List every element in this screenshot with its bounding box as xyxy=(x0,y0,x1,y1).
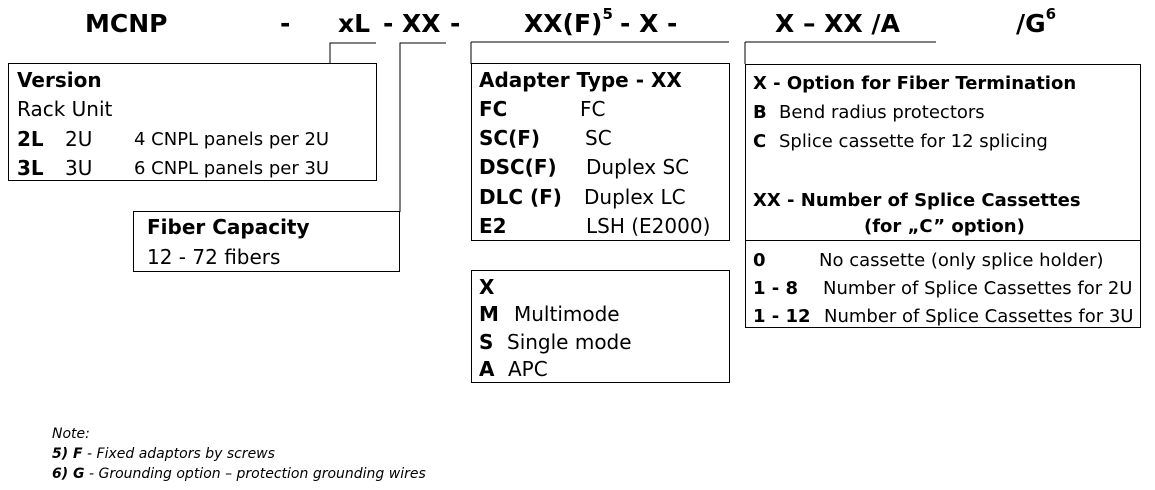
cassette-name-1-8: Number of Splice Cassettes for 2U xyxy=(823,278,1133,299)
option-box: X - Option for Fiber Termination B Bend … xyxy=(745,64,1141,328)
code-grounding-sup: 6 xyxy=(1045,5,1057,23)
note-key-5: 5) F xyxy=(52,446,83,462)
cassette-code-0: 0 xyxy=(753,250,766,271)
version-desc-3u: 6 CNPL panels per 3U xyxy=(134,158,330,179)
adapter-code-dsc: DSC(F) xyxy=(479,155,557,179)
adapter-name-e2: LSH (E2000) xyxy=(586,214,711,238)
version-title: Version xyxy=(17,68,102,92)
option-code-b: B xyxy=(753,102,767,123)
connector-version xyxy=(329,42,376,63)
cassette-code-1-8: 1 - 8 xyxy=(753,278,799,299)
mode-box: X M Multimode S Single mode A APC xyxy=(471,270,730,383)
option-code-c: C xyxy=(753,131,767,152)
note-heading: Note: xyxy=(52,426,90,442)
connector-fiber xyxy=(399,42,446,212)
note-text-6: - Grounding option – protection groundin… xyxy=(84,466,426,482)
cassette-divider xyxy=(746,240,1140,241)
code-adapter-text: XX(F) xyxy=(524,9,603,38)
version-code-2l: 2L xyxy=(17,127,44,151)
adapter-name-dsc: Duplex SC xyxy=(586,155,690,179)
fiber-value: 12 - 72 fibers xyxy=(147,245,281,269)
version-box: Version Rack Unit 2L 2U 4 CNPL panels pe… xyxy=(8,63,377,181)
cassette-code-1-12: 1 - 12 xyxy=(753,306,811,327)
version-unit-3u: 3U xyxy=(65,156,93,180)
code-dash-1: - xyxy=(280,9,291,38)
mode-name-a: APC xyxy=(508,357,548,381)
note-item-5: 5) F - Fixed adaptors by screws xyxy=(52,446,275,462)
fiber-title: Fiber Capacity xyxy=(147,215,310,239)
code-grounding-text: /G xyxy=(1016,9,1046,38)
version-unit-2u: 2U xyxy=(65,127,93,151)
adapter-title: Adapter Type - XX xyxy=(479,68,682,92)
note-text-5: - Fixed adaptors by screws xyxy=(82,446,275,462)
cassette-subtitle: (for „C” option) xyxy=(864,216,1025,237)
option-title: X - Option for Fiber Termination xyxy=(753,73,1077,94)
mode-name-s: Single mode xyxy=(507,330,632,354)
code-dash-2: - xyxy=(383,9,394,38)
note-item-6: 6) G - Grounding option – protection gro… xyxy=(52,466,426,482)
code-grounding: /G6 xyxy=(1016,5,1056,38)
mode-code-s: S xyxy=(479,330,494,354)
cassette-title: XX - Number of Splice Cassettes xyxy=(753,190,1081,211)
adapter-name-dlc: Duplex LC xyxy=(584,185,686,209)
mode-code-a: A xyxy=(479,357,495,381)
code-fiber-capacity: XX xyxy=(402,9,441,38)
code-version: xL xyxy=(338,9,371,38)
code-adapter-type: XX(F)5 xyxy=(524,5,613,38)
adapter-type-box: Adapter Type - XX FC FC SC(F) SC DSC(F) … xyxy=(471,63,730,241)
adapter-name-fc: FC xyxy=(580,97,606,121)
code-termination: X – XX /A xyxy=(775,9,900,38)
code-mode: - X - xyxy=(620,9,678,38)
mode-code-m: M xyxy=(479,302,499,326)
version-subtitle: Rack Unit xyxy=(17,97,113,121)
code-base: MCNP xyxy=(85,9,168,38)
code-adapter-sup: 5 xyxy=(602,5,613,23)
adapter-code-e2: E2 xyxy=(479,214,507,238)
code-dash-3: - xyxy=(450,9,461,38)
adapter-code-sc: SC(F) xyxy=(479,126,541,150)
option-name-b: Bend radius protectors xyxy=(779,102,985,123)
mode-title: X xyxy=(479,275,495,299)
cassette-name-0: No cassette (only splice holder) xyxy=(819,250,1104,271)
adapter-code-dlc: DLC (F) xyxy=(479,185,562,209)
adapter-name-sc: SC xyxy=(585,126,612,150)
mode-name-m: Multimode xyxy=(514,302,620,326)
note-key-6: 6) G xyxy=(52,466,85,482)
fiber-capacity-box: Fiber Capacity 12 - 72 fibers xyxy=(133,211,400,272)
cassette-name-1-12: Number of Splice Cassettes for 3U xyxy=(824,306,1134,327)
version-desc-2u: 4 CNPL panels per 2U xyxy=(134,129,330,150)
option-name-c: Splice cassette for 12 splicing xyxy=(779,131,1048,152)
version-code-3l: 3L xyxy=(17,156,44,180)
adapter-code-fc: FC xyxy=(479,97,508,121)
